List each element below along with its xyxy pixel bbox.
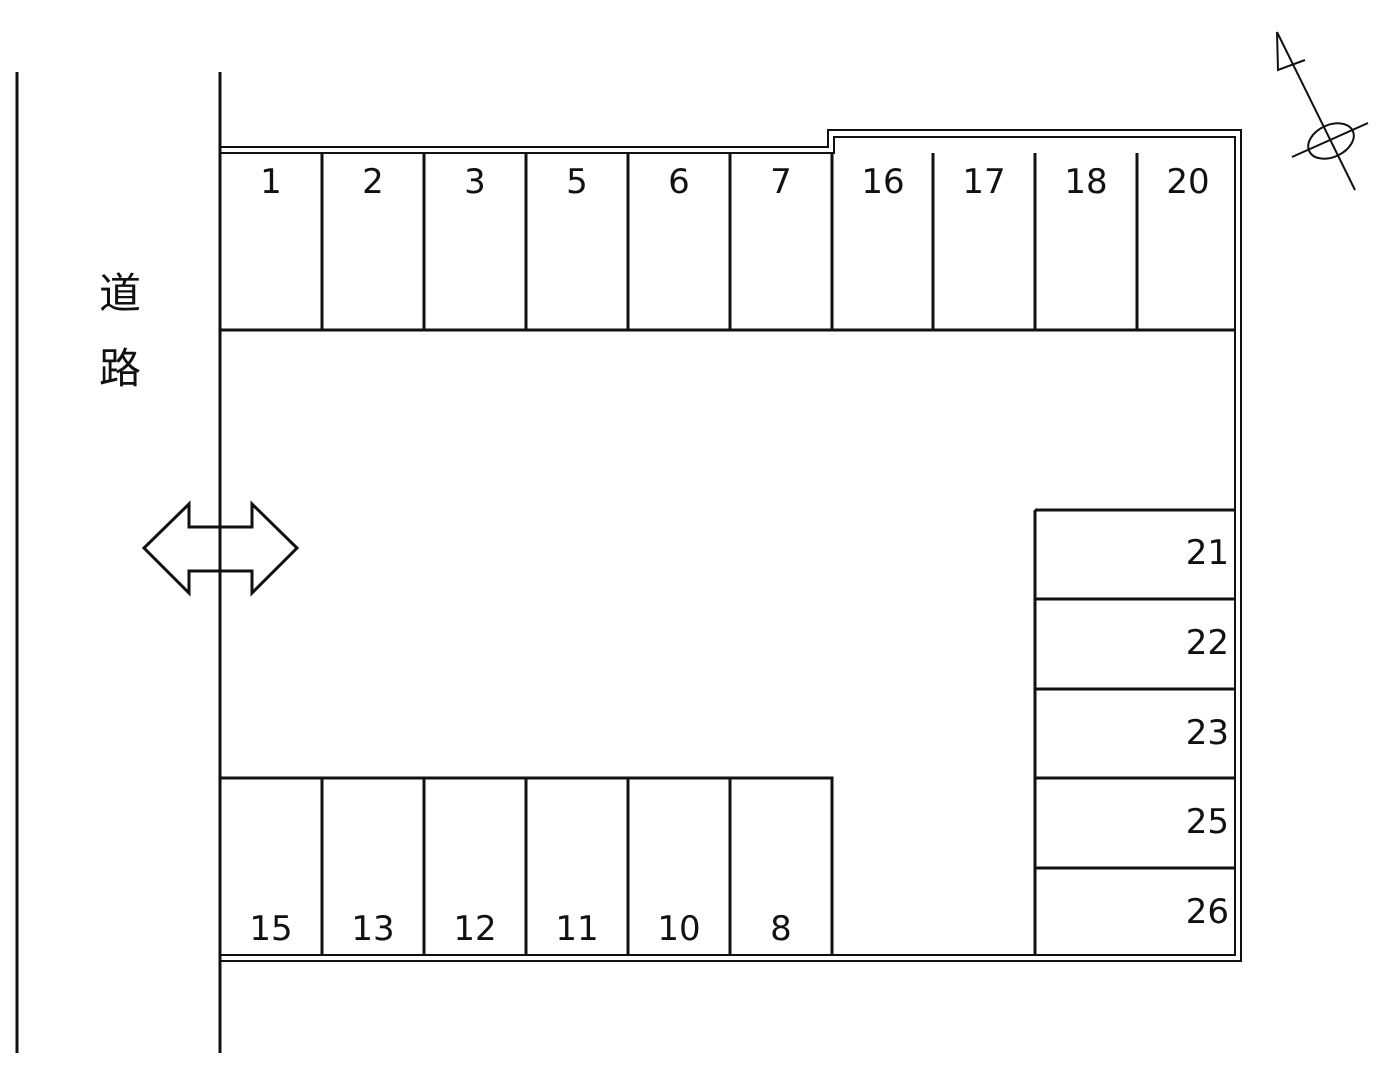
- stall-number-8: 8: [770, 909, 792, 949]
- stall-number-15: 15: [249, 909, 292, 949]
- top-row-stalls: [220, 153, 1235, 332]
- stall-number-1: 1: [260, 162, 282, 202]
- stall-number-7: 7: [770, 162, 792, 202]
- stall-number-12: 12: [453, 909, 496, 949]
- north-arrow-icon: [1276, 31, 1369, 191]
- stall-number-23: 23: [1186, 713, 1229, 753]
- stall-number-11: 11: [555, 909, 598, 949]
- stall-number-21: 21: [1186, 533, 1229, 573]
- stall-number-16: 16: [861, 162, 904, 202]
- stall-number-10: 10: [657, 909, 700, 949]
- road-label-char-1: 道: [99, 269, 141, 318]
- stall-number-13: 13: [351, 909, 394, 949]
- stall-number-18: 18: [1064, 162, 1107, 202]
- stall-number-20: 20: [1166, 162, 1209, 202]
- bottom-row-stalls: [220, 776, 834, 955]
- stall-number-26: 26: [1186, 892, 1229, 932]
- stall-number-2: 2: [362, 162, 384, 202]
- stall-number-22: 22: [1186, 623, 1229, 663]
- stall-number-25: 25: [1186, 802, 1229, 842]
- stall-number-5: 5: [566, 162, 588, 202]
- stall-number-6: 6: [668, 162, 690, 202]
- stall-number-17: 17: [962, 162, 1005, 202]
- stall-number-3: 3: [464, 162, 486, 202]
- lot-boundary: [220, 129, 1242, 962]
- double-arrow-icon: [141, 500, 300, 597]
- right-column-stalls: [1033, 508, 1235, 955]
- road-label-char-2: 路: [99, 344, 141, 393]
